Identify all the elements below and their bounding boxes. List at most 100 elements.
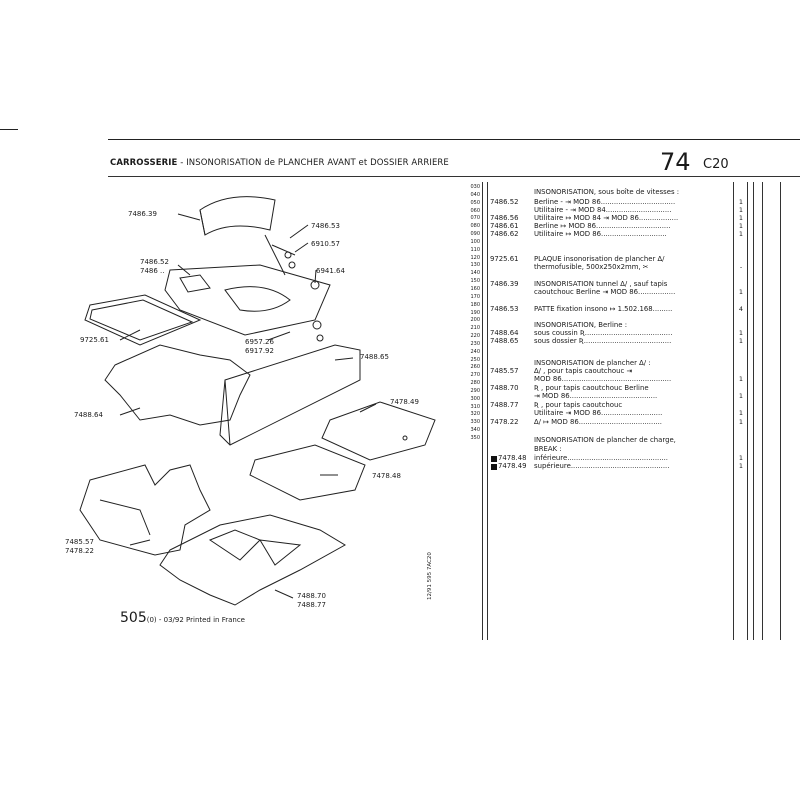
- part-description: Utilitaire ⇥ MOD 86.....................…: [534, 409, 663, 417]
- part-description: INSONORISATION de plancher de charge,: [534, 436, 676, 444]
- part-row: 7486.53 PATTE fixation insono ↦ 1.502.168…: [490, 305, 672, 313]
- line-code: 180: [470, 301, 480, 308]
- marker-square: [491, 456, 497, 462]
- part-reference: 7488.70: [490, 384, 519, 392]
- part-row: INSONORISATION, sous boîte de vitesses :: [490, 188, 679, 196]
- line-code: 170: [470, 293, 480, 300]
- column-divider: [733, 182, 734, 640]
- line-code: 070: [470, 215, 480, 222]
- rivet-part: [288, 261, 296, 269]
- part-quantity: 4: [738, 305, 744, 313]
- line-code: 350: [470, 435, 480, 441]
- part-quantity: 1: [738, 462, 744, 470]
- part-description: INSONORISATION de plancher ∆/ :: [534, 359, 651, 367]
- callout-label: 7478.22: [65, 547, 94, 555]
- line-code: 250: [470, 356, 480, 363]
- footer-model: 505: [120, 610, 147, 626]
- line-code: 240: [470, 348, 480, 355]
- line-code: 090: [470, 231, 480, 238]
- callout-label: 6917.92: [245, 347, 274, 355]
- part-reference: 7488.64: [490, 329, 519, 337]
- part-quantity: 1: [738, 409, 744, 417]
- part-reference: 7488.77: [490, 401, 519, 409]
- marker-square: [491, 464, 497, 470]
- column-divider: [482, 182, 483, 640]
- part-reference: 7486.62: [490, 230, 519, 238]
- line-code: 210: [470, 325, 480, 332]
- part-row: 7478.22∆/ ↦ MOD 86......................…: [490, 418, 662, 426]
- line-code: 060: [470, 207, 480, 214]
- callout-label: 7488.65: [360, 353, 389, 361]
- tunnel-insulation-part: [199, 196, 276, 236]
- line-code: 270: [470, 372, 480, 379]
- part-reference: 7486.53: [490, 305, 519, 313]
- load-floor-upper-part: [321, 401, 436, 461]
- part-quantity: 1: [738, 329, 744, 337]
- callout-label: 7488.70: [297, 592, 326, 600]
- part-row: INSONORISATION de plancher ∆/ :: [490, 359, 651, 367]
- line-code: 120: [470, 254, 480, 261]
- part-description: Ʀ , pour tapis caoutchouc Berline: [534, 384, 649, 392]
- page-code: C20: [703, 157, 729, 172]
- part-row: caoutchouc Berline ⇥ MOD 86.............…: [490, 288, 675, 296]
- part-quantity: 1: [738, 392, 744, 400]
- callout-label: 7486 ..: [140, 267, 165, 275]
- cushion-insulation-part: [104, 344, 251, 426]
- line-code: 230: [470, 340, 480, 347]
- part-reference: 7478.22: [490, 418, 519, 426]
- part-description: ∆/ , pour tapis caoutchouc ⇥: [534, 367, 633, 375]
- part-description: Ʀ , pour tapis caoutchouc: [534, 401, 623, 409]
- load-floor-lower-part: [249, 444, 366, 501]
- part-reference: 7486.39: [490, 280, 519, 288]
- line-code: 260: [470, 364, 480, 371]
- part-row: Utilitaire ⇥ MOD 86.....................…: [490, 409, 662, 417]
- part-reference: 7486.52: [490, 198, 519, 206]
- part-quantity: 1: [738, 206, 744, 214]
- line-code: 190: [470, 309, 480, 316]
- floor-insulation-part: [79, 464, 211, 556]
- line-code: 280: [470, 380, 480, 387]
- part-row: thermofusible, 500x250x2mm, ✂: [490, 263, 649, 271]
- part-description: MOD 86..................................…: [534, 375, 672, 383]
- vertical-reference: 12/91 595 7AC20: [427, 552, 433, 600]
- line-code: 050: [470, 199, 480, 206]
- part-row: 7488.77 Ʀ , pour tapis caoutchouc: [490, 401, 622, 409]
- callout-label: 6910.57: [311, 240, 340, 248]
- line-code: 200: [470, 317, 480, 324]
- part-quantity: 1: [738, 375, 744, 383]
- part-row: 7486.39 INSONORISATION tunnel ∆/ , sauf t…: [490, 280, 667, 288]
- part-description: INSONORISATION tunnel ∆/ , sauf tapis: [534, 280, 668, 288]
- part-description: PATTE fixation insono ↦ 1.502.168.......…: [534, 305, 673, 313]
- part-quantity: -: [739, 263, 743, 271]
- line-code: 160: [470, 285, 480, 292]
- part-reference: 7478.49: [498, 462, 527, 470]
- line-code: 220: [470, 333, 480, 340]
- callout-label: 6957.26: [245, 338, 274, 346]
- part-reference: 9725.61: [490, 255, 519, 263]
- callout-label: 7486.52: [140, 258, 169, 266]
- callout-label: 7478.48: [372, 472, 401, 480]
- page-title: CARROSSERIE - INSONORISATION de PLANCHER…: [110, 158, 449, 168]
- part-quantity: 1: [738, 337, 744, 345]
- part-row: Utilitaire - ⇥ MOD 84...................…: [490, 206, 671, 214]
- line-code: 130: [470, 262, 480, 269]
- callout-label: 7488.64: [74, 411, 103, 419]
- part-row: 7488.70 Ʀ , pour tapis caoutchouc Berline: [490, 384, 649, 392]
- part-quantity: 1: [738, 230, 744, 238]
- margin-mark: [0, 129, 18, 130]
- part-description: caoutchouc Berline ⇥ MOD 86.............…: [534, 288, 676, 296]
- column-divider: [753, 182, 754, 640]
- part-description: BREAK :: [534, 445, 562, 453]
- footer-print-info: 505(0) - 03/92 Printed in France: [120, 610, 245, 626]
- line-code: 290: [470, 387, 480, 394]
- part-quantity: 1: [738, 418, 744, 426]
- header-rule: [108, 139, 800, 140]
- backrest-insulation-part: [219, 344, 361, 446]
- line-code: 300: [470, 395, 480, 402]
